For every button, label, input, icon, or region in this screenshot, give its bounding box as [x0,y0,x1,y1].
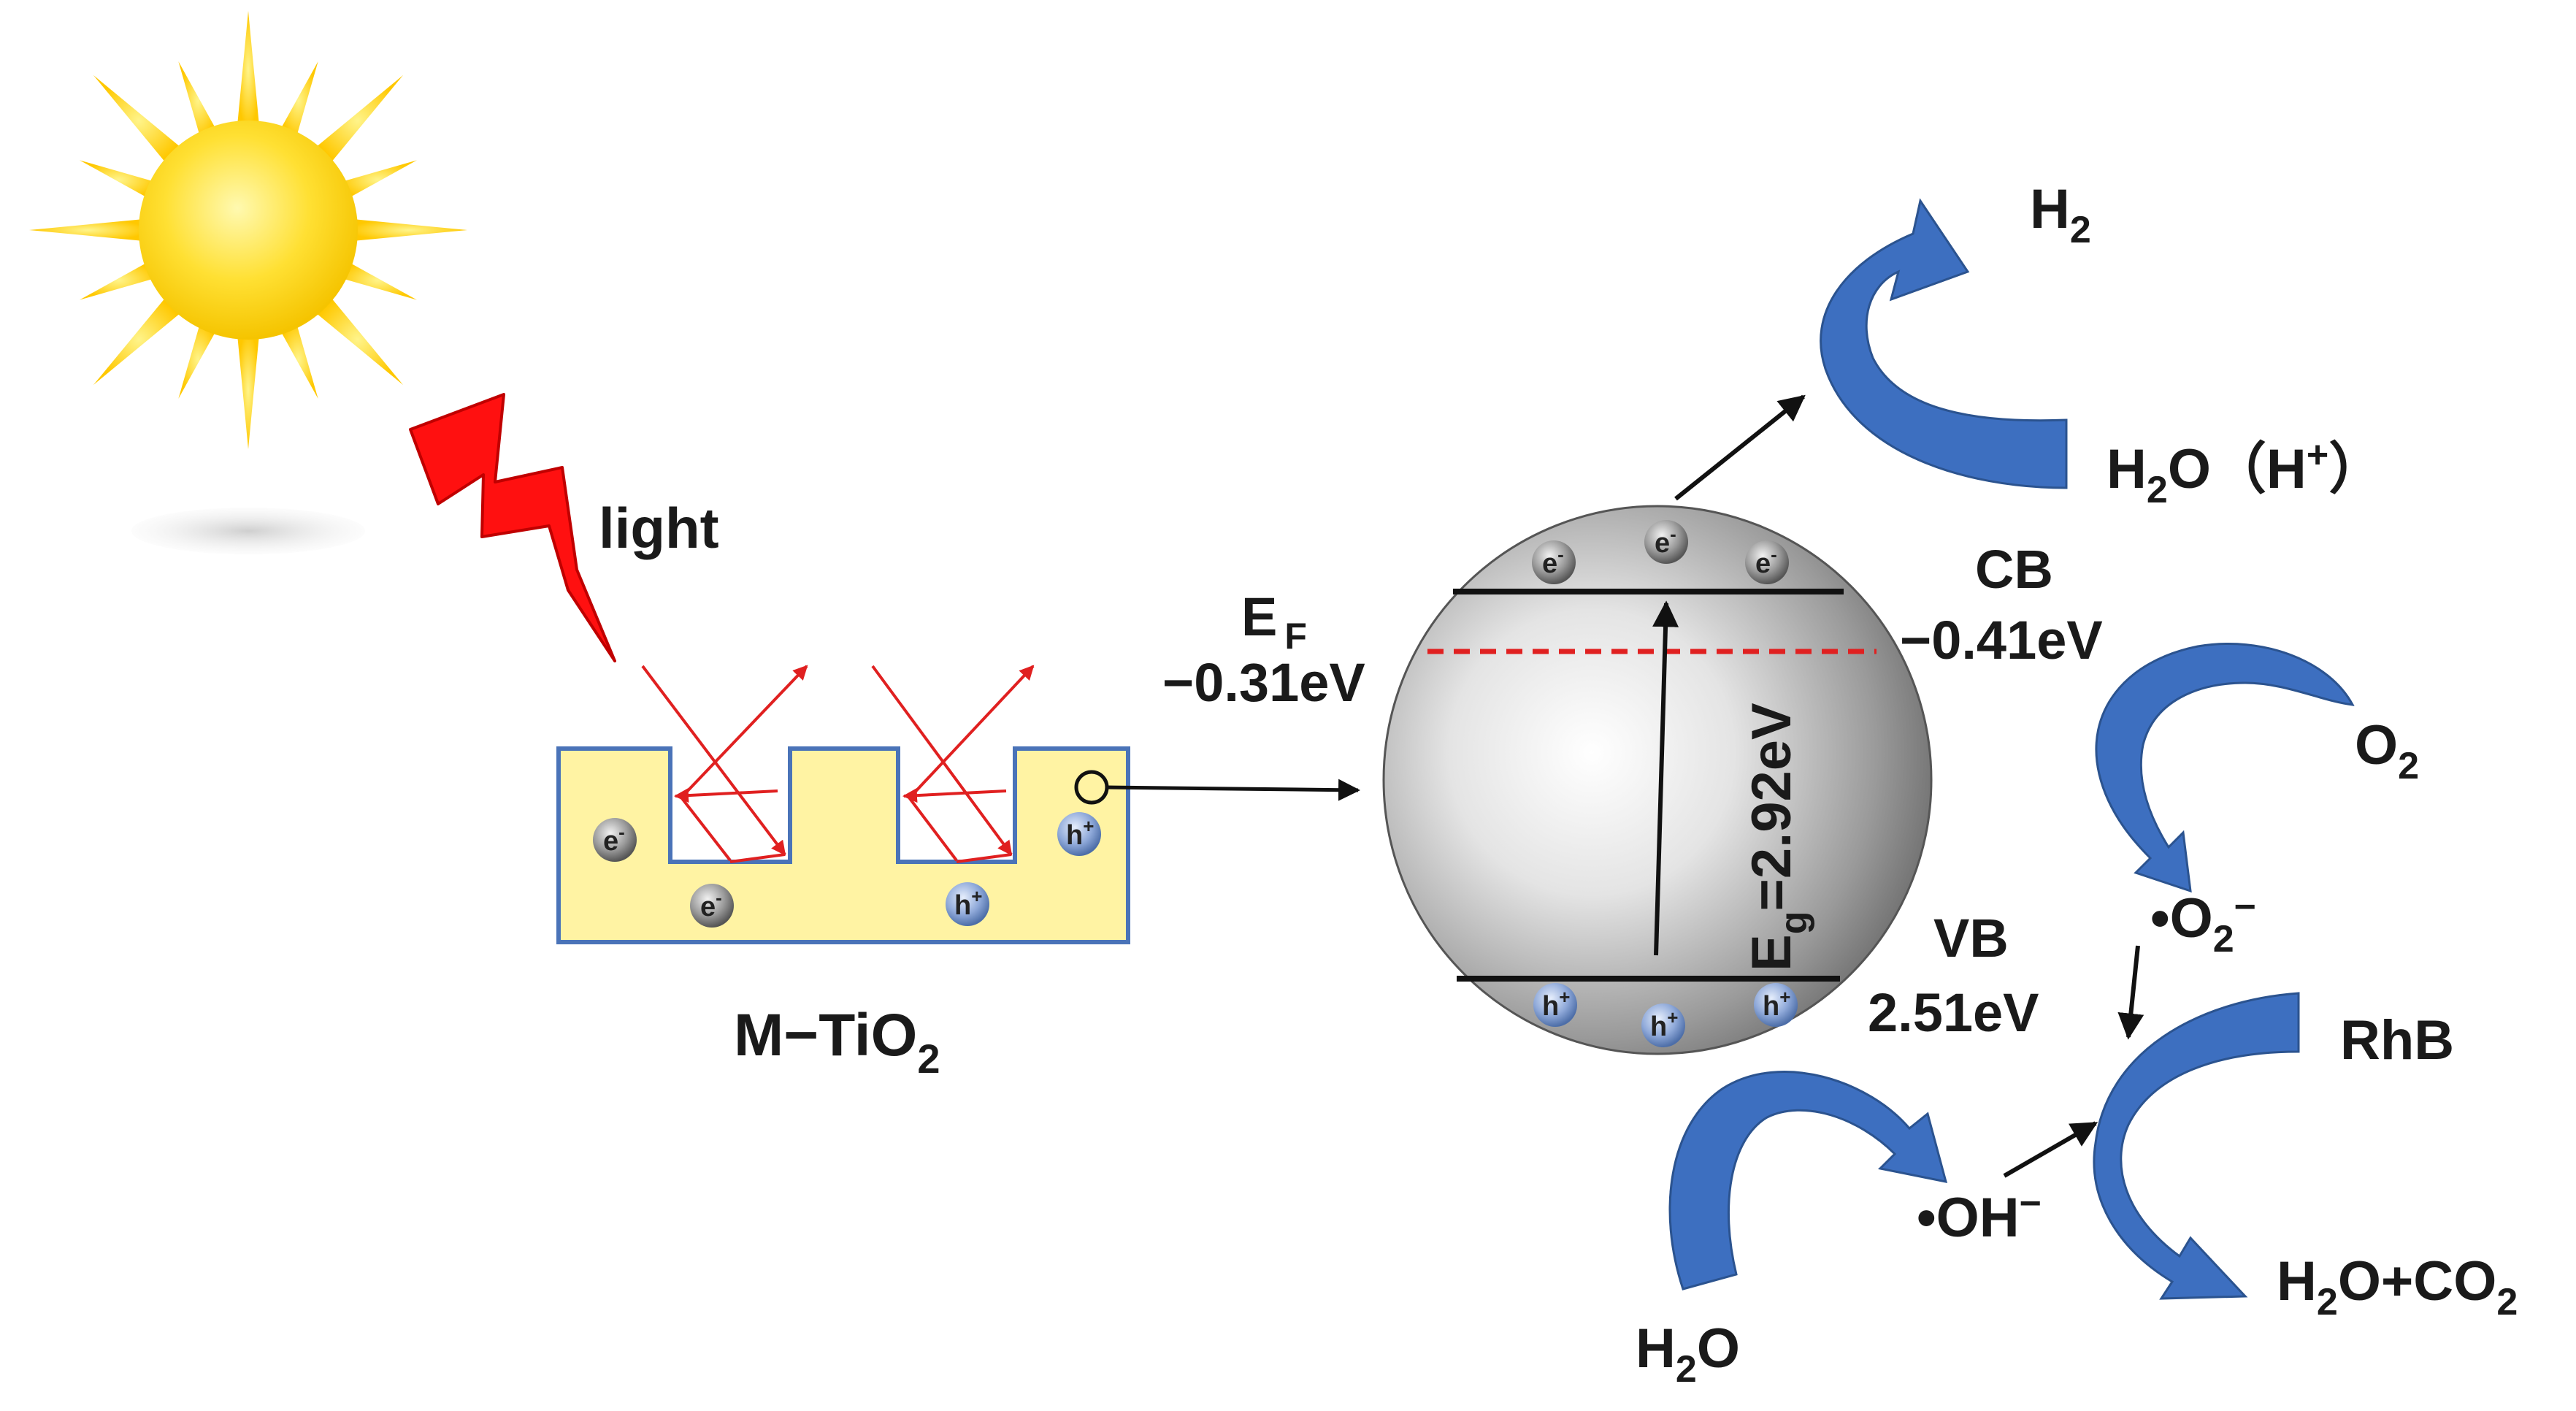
light-label: light [599,496,719,560]
sun-ray [350,218,467,242]
svg-text:e-: e- [1542,543,1564,579]
sun-ray [80,160,158,200]
vb-hole-1: h+ [1533,983,1577,1027]
charge-transfer-arrow [1106,779,1360,801]
sun-ray [339,160,417,200]
light-reflection-rays-right [871,665,1035,863]
sun-ray [278,61,318,139]
svg-text:h+: h+ [1763,986,1790,1022]
to-h2-arrow [1674,394,1806,501]
svg-text:h+: h+ [1066,815,1094,851]
cb-electron-2: e- [1644,520,1688,564]
hydroxyl-to-rhb-arrow [2003,1121,2098,1178]
sun-ray [80,260,158,300]
h2o-hplus-label: H2O（H+） [2107,434,2384,511]
vb-hole-3: h+ [1754,983,1798,1027]
superoxide-to-rhb-arrow [2117,945,2144,1040]
svg-text:e-: e- [700,887,722,922]
hydroxyl-label: •OH− [1917,1182,2042,1249]
vb-value: 2.51eV [1868,982,2039,1043]
cb-value: −0.41eV [1900,610,2103,670]
o2-reduction-curved-arrow [2095,643,2355,893]
superoxide-label: •O2− [2150,886,2256,960]
sun-ray [237,11,260,129]
svg-text:e-: e- [603,821,625,857]
sun-ray [278,321,318,399]
slab-hole-2: h+ [1057,812,1101,856]
svg-text:e-: e- [1755,543,1777,579]
sun-ray [312,294,404,386]
h2o-bottom-label: H2O [1636,1318,1740,1391]
cb-label: CB [1975,539,2053,600]
products-label: H2O+CO2 [2277,1250,2518,1323]
slab-hole-1: h+ [946,882,989,926]
sun-ray [237,332,260,449]
slab-electron-1: e- [593,818,637,862]
vb-label: VB [1933,908,2009,968]
sun-icon [29,11,467,449]
cb-electron-3: e- [1745,540,1789,584]
sun-ray [178,321,218,399]
lightning-bolt-icon [409,393,616,662]
sun-ray [312,74,404,167]
sun-ray [339,260,417,300]
svg-text:h+: h+ [1650,1006,1678,1042]
o2-label: O2 [2355,714,2419,787]
fermi-level-value: −0.31eV [1162,652,1365,713]
bandgap-label: Eg=2.92eV [1741,703,1815,971]
sun-ray [93,294,185,386]
svg-text:h+: h+ [1542,986,1570,1022]
cb-electron-1: e- [1532,540,1576,584]
vb-hole-2: h+ [1641,1003,1685,1047]
h2-evolution-curved-arrow [1820,198,2068,489]
semiconductor-particle [1382,505,1933,1055]
water-oxidation-curved-arrow [1668,1071,1948,1290]
excitation-arrow [1652,600,1679,956]
sun-ray [29,218,147,242]
slab-electron-2: e- [690,884,734,928]
light-reflection-rays-left [641,665,808,863]
sun-ray [93,74,185,167]
mtio2-slab [556,746,1130,944]
cloud-shadow-icon [131,508,365,554]
rhb-label: RhB [2340,1009,2454,1071]
h2-label: H2 [2030,178,2091,251]
svg-text:h+: h+ [954,885,982,921]
material-label: M−TiO2 [734,1002,940,1082]
sun-ray [178,61,218,139]
rhb-degradation-curved-arrow [2093,992,2300,1300]
svg-text:e-: e- [1655,523,1676,559]
